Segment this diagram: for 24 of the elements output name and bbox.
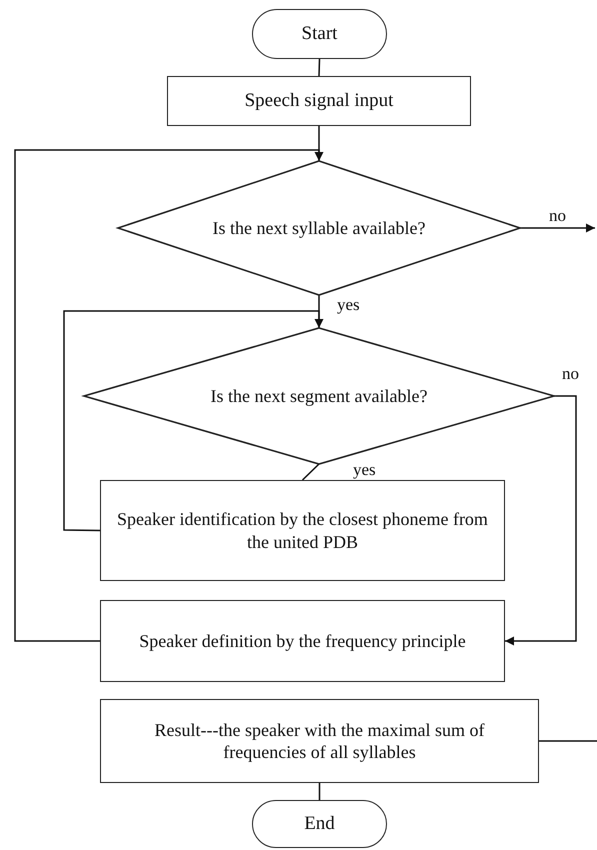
node-text: Is the next segment available?: [210, 384, 428, 408]
connector-line: [318, 783, 320, 800]
node-text: Start: [302, 22, 338, 46]
process-box: [167, 76, 471, 126]
node-text: Result---the speaker with the maximal sum of frequencies of all syllables: [154, 718, 486, 764]
arrow: [63, 310, 324, 532]
terminal-pill: [252, 800, 387, 848]
decision-diamond: [84, 328, 554, 464]
node-text: Speaker definition by the frequency principle: [139, 630, 466, 652]
process-box: [100, 480, 505, 581]
arrow: [505, 395, 577, 646]
arrow: [14, 149, 324, 642]
process-box: [100, 600, 505, 682]
terminal-pill: [252, 9, 387, 59]
connector-line: [318, 58, 320, 76]
process-box: [100, 699, 539, 783]
node-text: Speaker identification by the closest phoneme from the united PDB: [116, 508, 489, 553]
node-text: End: [304, 812, 335, 836]
node-text: Is the next syllable available?: [212, 216, 426, 240]
node-text: Speech signal input: [244, 89, 394, 113]
decision-diamond: [118, 161, 520, 295]
connector-line: [302, 463, 320, 481]
arrow: [520, 224, 595, 232]
connector-line: [539, 740, 597, 742]
